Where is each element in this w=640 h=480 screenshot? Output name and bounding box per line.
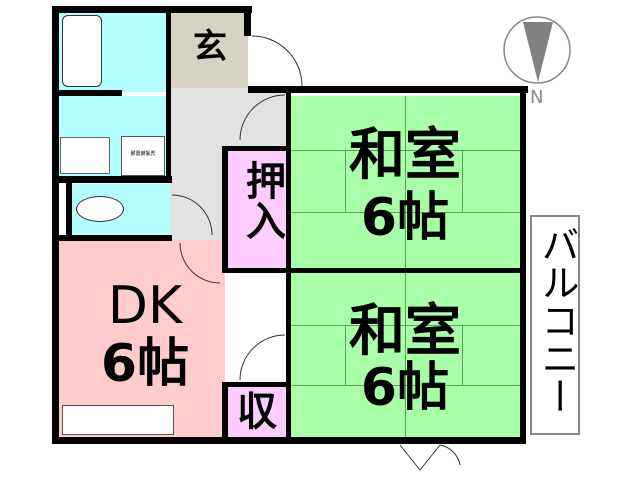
closet-label: 押入 (239, 160, 285, 240)
compass-icon (503, 16, 571, 84)
washitsu2-name: 和室 (349, 299, 461, 364)
kitchen-counter (62, 405, 174, 435)
storage-label: 収 (237, 389, 277, 435)
washitsu-1 (290, 96, 522, 270)
washitsu-2 (290, 272, 522, 438)
entrance-area (170, 12, 248, 88)
washbasin (60, 137, 110, 174)
dk-name: DK (107, 276, 183, 336)
closet-room (225, 148, 290, 270)
laundry-space (121, 136, 165, 176)
washitsu1-name: 和室 (349, 123, 461, 188)
balcony-label: バルコニー (535, 225, 579, 415)
balcony (530, 215, 580, 435)
washitsu2-size: 6帖 (360, 358, 450, 418)
storage-room (225, 385, 290, 438)
bathtub (62, 15, 102, 87)
toilet (76, 196, 124, 222)
entrance-label: 玄 (193, 27, 227, 67)
compass-north-label: N (530, 87, 544, 108)
washitsu1-size: 6帖 (360, 188, 450, 248)
dk-size: 6帖 (100, 334, 190, 394)
